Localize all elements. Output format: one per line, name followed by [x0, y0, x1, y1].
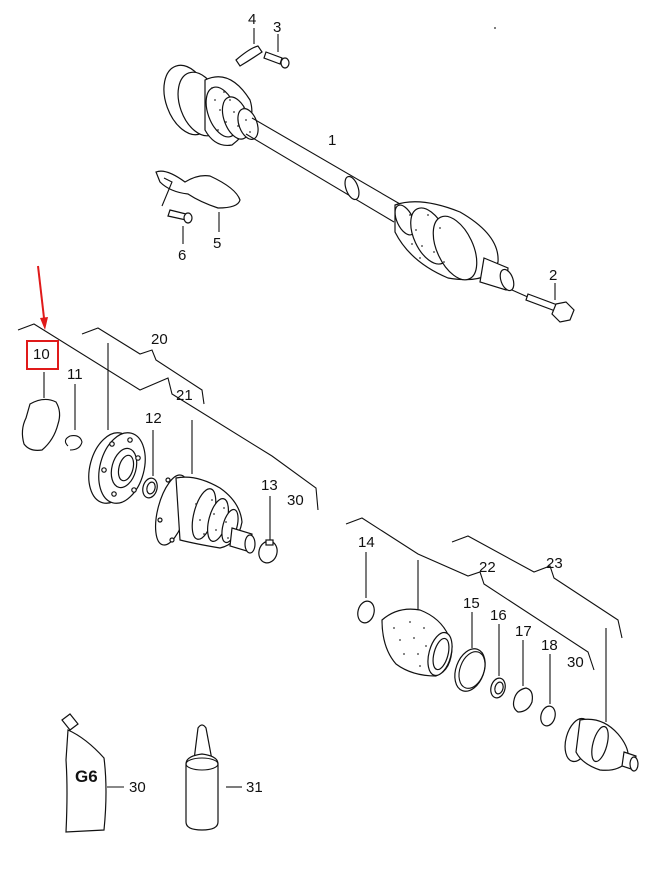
callout-13: 13 — [261, 477, 278, 494]
drive-shaft-assembly — [163, 64, 531, 299]
gasket-part — [21, 372, 61, 451]
callout-15: 15 — [463, 595, 480, 612]
sealant-bottle — [185, 724, 242, 831]
callout-30-kit22: 30 — [567, 654, 584, 671]
hose-clamp-14 — [357, 552, 375, 624]
circlip-part — [64, 384, 83, 451]
callout-17: 17 — [515, 623, 532, 640]
callout-22: 22 — [479, 559, 496, 576]
tube-text-g6: G6 — [75, 767, 98, 786]
dished-washer-16 — [490, 624, 506, 699]
hose-clamp-13 — [258, 496, 278, 564]
callout-6: 6 — [178, 247, 187, 264]
callout-11: 11 — [67, 366, 83, 383]
grease-tube — [61, 713, 124, 833]
thrust-washer-17 — [512, 640, 533, 713]
circlip-18 — [540, 654, 556, 727]
callout-2: 2 — [549, 267, 558, 284]
callout-30-kit21: 30 — [287, 492, 304, 509]
callout-12: 12 — [145, 410, 162, 427]
highlight-box-part-10 — [26, 340, 59, 370]
callout-5: 5 — [213, 235, 222, 252]
heat-shield — [155, 170, 241, 244]
clamp-band-15 — [454, 612, 486, 692]
highlight-arrow-icon — [37, 265, 48, 330]
bracket-lines-20-21 — [17, 323, 319, 511]
callout-31: 31 — [246, 779, 263, 796]
bracket-lines-22-23 — [345, 517, 623, 722]
inner-boot-kit — [154, 474, 256, 554]
callout-23: 23 — [546, 555, 563, 572]
callout-3: 3 — [273, 19, 282, 36]
callout-14: 14 — [358, 534, 375, 551]
inner-cv-joint — [88, 432, 146, 504]
callout-16: 16 — [490, 607, 507, 624]
callout-10: 10 — [33, 346, 50, 363]
callout-4: 4 — [248, 11, 257, 28]
outer-boot — [381, 608, 453, 677]
outer-cv-joint — [564, 717, 639, 772]
dished-washer-12 — [142, 430, 158, 499]
hex-bolt — [525, 283, 575, 323]
callout-18: 18 — [541, 637, 558, 654]
clip-and-screw — [235, 28, 290, 69]
callout-30-tube: 30 — [129, 779, 146, 796]
callout-20: 20 — [151, 331, 168, 348]
callout-21: 21 — [176, 387, 193, 404]
callout-1: 1 — [328, 132, 337, 149]
